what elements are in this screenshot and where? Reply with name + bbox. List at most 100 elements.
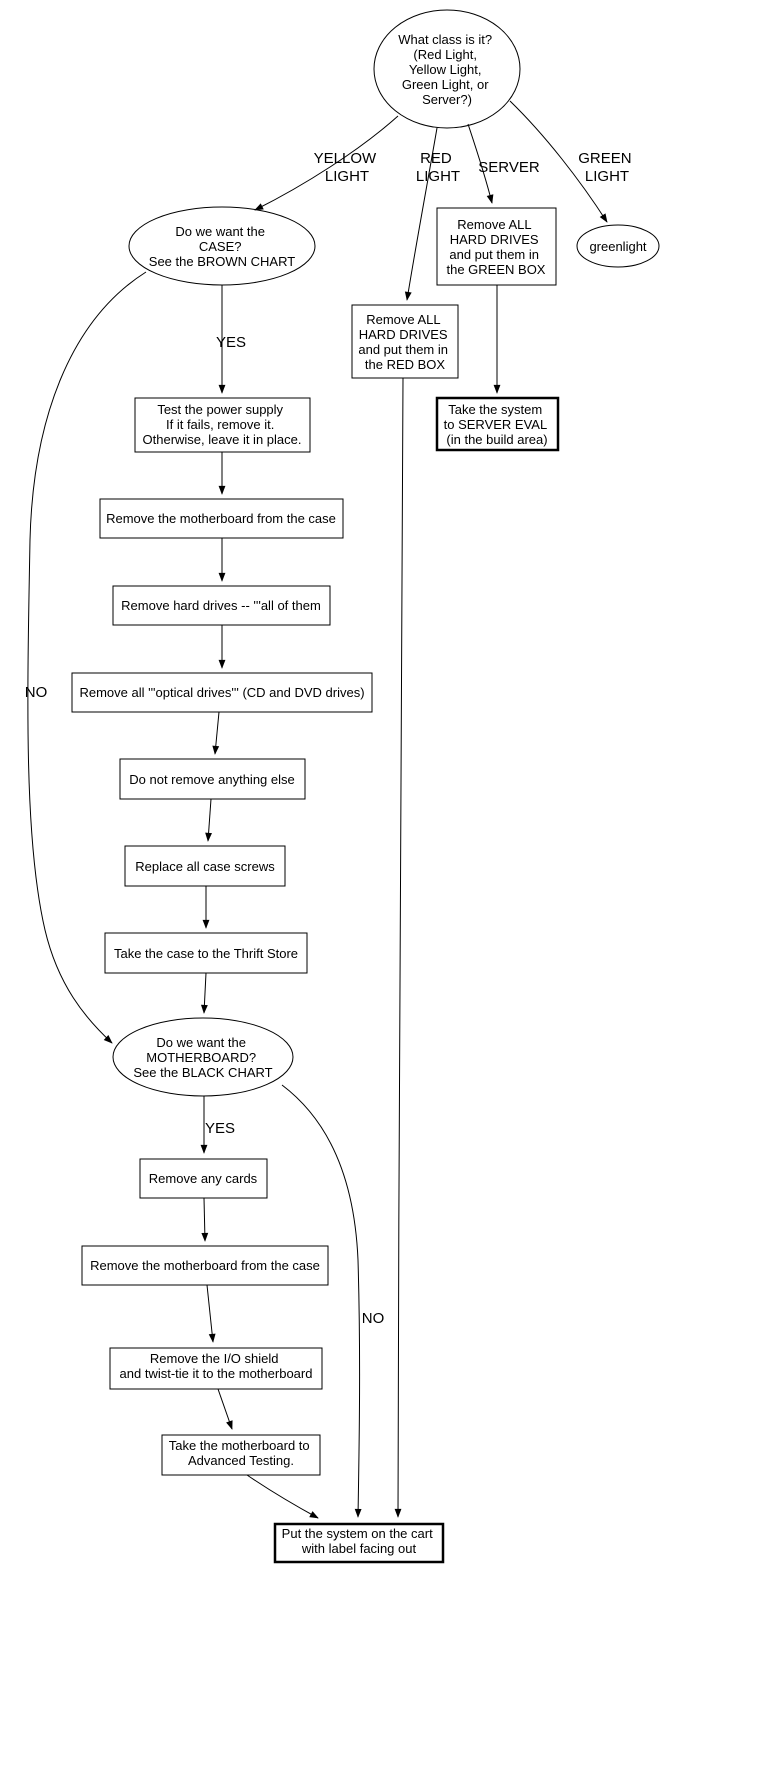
- advanced-testing-text: Take the motherboard to Advanced Testing…: [169, 1438, 314, 1468]
- greenlight-line: greenlight: [589, 239, 646, 254]
- io-shield-line: Remove the I/O shield: [150, 1351, 279, 1366]
- start-line: Server?): [422, 92, 472, 107]
- label-case-no-line: NO: [25, 684, 48, 701]
- nothing-else-line: Do not remove anything else: [129, 772, 294, 787]
- thrift-store-rect: [104, 932, 308, 974]
- advanced-testing-rect: [161, 1434, 321, 1476]
- red-box-line: the RED BOX: [365, 357, 446, 372]
- edge-start-greenlight: [509, 100, 608, 223]
- node-red-box: Remove ALL HARD DRIVES and put them in t…: [351, 304, 459, 379]
- remove-motherboard-case2-rect: [81, 1245, 329, 1286]
- node-start: What class is it? (Red Light, Yellow Lig…: [373, 9, 521, 129]
- green-box-rect: [436, 207, 557, 286]
- remove-motherboard-case-rect: [99, 498, 344, 539]
- edge-start-greenbox: [467, 123, 494, 204]
- case-screws-rect: [124, 845, 286, 887]
- node-io-shield: Remove the I/O shield and twist-tie it t…: [109, 1347, 323, 1390]
- motherboard-question-line: Do we want the: [156, 1035, 246, 1050]
- power-supply-line: Test the power supply: [157, 402, 283, 417]
- io-shield-line: and twist-tie it to the motherboard: [120, 1366, 313, 1381]
- cart-line: Put the system on the cart: [282, 1526, 433, 1541]
- greenlight-ellipse: [576, 224, 660, 268]
- red-box-line: HARD DRIVES: [359, 327, 448, 342]
- remove-motherboard-case2-text: Remove the motherboard from the case: [90, 1258, 320, 1273]
- node-power-supply: Test the power supply If it fails, remov…: [134, 397, 311, 453]
- red-box-text: Remove ALL HARD DRIVES and put them in t…: [358, 312, 451, 372]
- remove-optical-line: Remove all '''optical drives''' (CD and …: [79, 685, 364, 700]
- node-remove-hard-drives: Remove hard drives -- '''all of them: [112, 585, 331, 626]
- cart-rect: [273, 1522, 445, 1564]
- node-nothing-else: Do not remove anything else: [119, 758, 306, 800]
- node-advanced-testing: Take the motherboard to Advanced Testing…: [161, 1434, 321, 1476]
- remove-hard-drives-rect: [112, 585, 331, 626]
- server-eval-text: Take the system to SERVER EVAL (in the b…: [444, 402, 551, 447]
- label-case-yes-line: YES: [216, 334, 246, 351]
- motherboard-question-line: MOTHERBOARD?: [146, 1050, 256, 1065]
- node-thrift-store: Take the case to the Thrift Store: [104, 932, 308, 974]
- start-line: Yellow Light,: [409, 62, 482, 77]
- green-box-line: HARD DRIVES: [450, 232, 539, 247]
- server-eval-rect: [435, 396, 560, 452]
- case-question-line: Do we want the: [175, 224, 265, 239]
- power-supply-line: If it fails, remove it.: [166, 417, 274, 432]
- thrift-store-line: Take the case to the Thrift Store: [114, 946, 298, 961]
- edge-labels: YELLOW LIGHT RED LIGHT SERVER GREEN LIGH…: [25, 150, 636, 1327]
- edge-advanced-cart: [246, 1474, 319, 1519]
- start-line: What class is it?: [398, 32, 492, 47]
- advanced-testing-line: Advanced Testing.: [188, 1453, 294, 1468]
- greenlight-text: greenlight: [589, 239, 646, 254]
- label-mb-no-line: NO: [362, 1310, 385, 1327]
- server-eval-line: Take the system: [448, 402, 542, 417]
- start-ellipse: [373, 9, 521, 129]
- cart-line: with label facing out: [301, 1541, 417, 1556]
- remove-cards-rect: [139, 1158, 268, 1199]
- thrift-store-text: Take the case to the Thrift Store: [114, 946, 298, 961]
- edge-mbcase2-ioshield: [206, 1284, 216, 1343]
- label-yellow-light: YELLOW LIGHT: [314, 150, 381, 185]
- node-server-eval: Take the system to SERVER EVAL (in the b…: [435, 396, 560, 452]
- green-box-line: and put them in: [449, 247, 539, 262]
- remove-optical-rect: [71, 672, 373, 713]
- label-case-no: NO: [25, 684, 48, 701]
- red-box-rect: [351, 304, 459, 379]
- edge-start-redbox: [404, 127, 438, 301]
- label-mb-yes: YES: [205, 1120, 235, 1137]
- node-motherboard-question: Do we want the MOTHERBOARD? See the BLAC…: [112, 1017, 294, 1097]
- power-supply-rect: [134, 397, 311, 453]
- edge-nothingelse-screws: [205, 798, 212, 842]
- node-remove-motherboard-case: Remove the motherboard from the case: [99, 498, 344, 539]
- server-eval-line: to SERVER EVAL: [444, 417, 547, 432]
- red-box-line: Remove ALL: [366, 312, 440, 327]
- edges: [27, 100, 608, 1519]
- label-red-light: RED LIGHT: [416, 150, 460, 185]
- remove-motherboard-case2-line: Remove the motherboard from the case: [90, 1258, 320, 1273]
- node-remove-cards: Remove any cards: [139, 1158, 268, 1199]
- case-screws-line: Replace all case screws: [135, 859, 275, 874]
- label-red-light-line: RED: [420, 150, 452, 167]
- node-case-question: Do we want the CASE? See the BROWN CHART: [128, 206, 316, 286]
- red-box-line: and put them in: [358, 342, 448, 357]
- start-text: What class is it? (Red Light, Yellow Lig…: [398, 32, 496, 107]
- green-box-line: the GREEN BOX: [447, 262, 546, 277]
- label-case-yes: YES: [216, 334, 246, 351]
- green-box-text: Remove ALL HARD DRIVES and put them in t…: [447, 217, 546, 277]
- remove-cards-text: Remove any cards: [149, 1171, 258, 1186]
- case-question-line: See the BROWN CHART: [149, 254, 295, 269]
- remove-hard-drives-line: Remove hard drives -- '''all of them: [121, 598, 321, 613]
- motherboard-question-line: See the BLACK CHART: [133, 1065, 272, 1080]
- node-case-screws: Replace all case screws: [124, 845, 286, 887]
- node-remove-optical: Remove all '''optical drives''' (CD and …: [71, 672, 373, 713]
- server-eval-line: (in the build area): [446, 432, 547, 447]
- cart-text: Put the system on the cart with label fa…: [282, 1526, 437, 1556]
- edge-redbox-cart: [394, 377, 404, 1518]
- node-green-box: Remove ALL HARD DRIVES and put them in t…: [436, 207, 557, 286]
- case-question-text: Do we want the CASE? See the BROWN CHART: [149, 224, 295, 269]
- label-server-line: SERVER: [478, 159, 540, 176]
- label-green-light: GREEN LIGHT: [578, 150, 636, 185]
- power-supply-line: Otherwise, leave it in place.: [143, 432, 302, 447]
- label-red-light-line: LIGHT: [416, 168, 460, 185]
- label-green-light-line: LIGHT: [585, 168, 629, 185]
- label-yellow-light-line: LIGHT: [325, 168, 369, 185]
- case-question-line: CASE?: [199, 239, 242, 254]
